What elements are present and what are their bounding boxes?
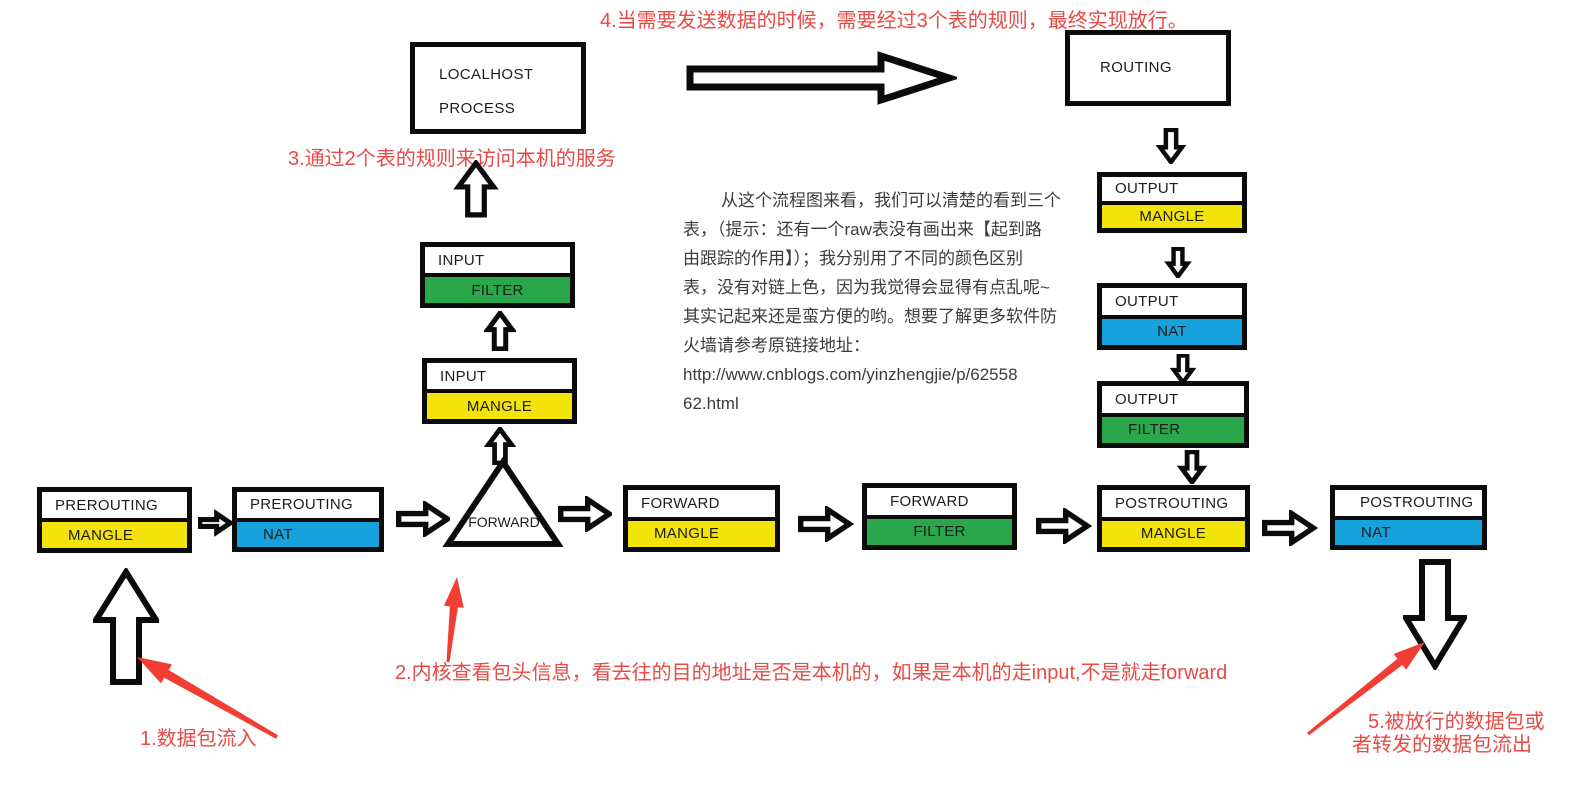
node-postrouting-nat: POSTROUTING NAT (1330, 485, 1487, 550)
annotation-1: 1.数据包流入 (140, 728, 257, 750)
arrow-input-up3-icon (453, 160, 499, 218)
paragraph-line: 火墙请参考原链接地址： (683, 336, 870, 355)
arrow-packet-out-down-icon (1403, 559, 1467, 670)
localhost-label-line2: PROCESS (439, 100, 516, 117)
arrow-output-nat-down-icon (1169, 354, 1197, 384)
node-postrouting-mangle: POSTROUTING MANGLE (1097, 485, 1250, 552)
chain-label: OUTPUT (1102, 386, 1244, 413)
localhost-label-line1: LOCALHOST (439, 66, 534, 83)
arrow-output-mangle-down-icon (1164, 247, 1192, 278)
chain-label: PREROUTING (237, 492, 379, 518)
table-label: NAT (1102, 314, 1242, 345)
annotation-4: 4.当需要发送数据的时候，需要经过3个表的规则，最终实现放行。 (600, 10, 1188, 32)
chain-label: INPUT (425, 247, 570, 273)
arrow-forward-filter-right-icon (1036, 508, 1092, 544)
chain-label: PREROUTING (42, 492, 187, 518)
paragraph-line: 其实记起来还是蛮方便的哟。想要了解更多软件防 (683, 307, 1057, 326)
red-pointer-5-icon (1307, 642, 1425, 736)
arrow-output-filter-down-icon (1176, 450, 1208, 484)
table-label: NAT (237, 517, 379, 547)
node-input-filter: INPUT FILTER (420, 242, 575, 308)
chain-label: FORWARD (628, 490, 775, 517)
node-localhost-process: LOCALHOST PROCESS (410, 42, 586, 134)
chain-label: OUTPUT (1102, 177, 1242, 201)
node-forward-mangle: FORWARD MANGLE (623, 485, 780, 552)
chain-label: INPUT (427, 363, 572, 389)
node-input-mangle: INPUT MANGLE (422, 358, 577, 424)
annotation-5-line1: 5.被放行的数据包或 (1368, 711, 1545, 733)
arrow-postrouting-right-icon (1262, 510, 1319, 546)
arrow-packet-in-up-icon (93, 568, 159, 685)
paragraph-line: 表，（提示：还有一个raw表没有画出来【起到路 (683, 220, 1042, 239)
blog-url-text: 62.html (683, 394, 739, 413)
annotation-5-line2: 者转发的数据包流出 (1352, 734, 1532, 756)
node-output-filter: OUTPUT FILTER (1097, 381, 1249, 448)
paragraph-line: 表，没有对链上色，因为我觉得会显得有点乱呢~ (683, 278, 1050, 297)
table-label: MANGLE (1102, 200, 1242, 228)
red-pointer-2-icon (443, 577, 464, 663)
node-output-mangle: OUTPUT MANGLE (1097, 172, 1247, 233)
table-label: FILTER (867, 514, 1012, 545)
arrow-prerouting1-right-icon (198, 509, 232, 537)
annotation-2: 2.内核查看包头信息，看去往的目的地址是否是本机的，如果是本机的走input,不… (395, 662, 1228, 684)
table-label: MANGLE (427, 389, 572, 419)
arrow-routing-down-icon (1155, 128, 1187, 164)
chain-label: POSTROUTING (1335, 490, 1482, 516)
annotation-3: 3.通过2个表的规则来访问本机的服务 (288, 148, 616, 170)
table-label: FILTER (425, 273, 570, 303)
table-label: FILTER (1102, 412, 1244, 443)
arrow-forward-mangle-right-icon (798, 506, 855, 542)
chain-label: OUTPUT (1102, 288, 1242, 315)
table-label: MANGLE (628, 516, 775, 547)
arrow-prerouting2-right-icon (396, 501, 450, 537)
blog-url-text: http://www.cnblogs.com/yinzhengjie/p/625… (683, 365, 1018, 384)
arrow-input-up2-icon (484, 311, 516, 351)
chain-label: FORWARD (867, 488, 1012, 515)
triangle-forward-label: FORWARD (468, 514, 540, 530)
paragraph-line: 从这个流程图来看，我们可以清楚的看到三个 (721, 191, 1061, 210)
routing-decision-triangle (442, 456, 564, 547)
node-forward-filter: FORWARD FILTER (862, 483, 1017, 550)
node-routing: ROUTING (1065, 30, 1231, 106)
arrow-top-big-right-icon (686, 51, 957, 105)
red-pointer-1-icon (137, 657, 278, 739)
node-prerouting-nat: PREROUTING NAT (232, 487, 384, 552)
chain-label: POSTROUTING (1102, 490, 1245, 517)
node-prerouting-mangle: PREROUTING MANGLE (37, 487, 192, 553)
routing-label: ROUTING (1100, 59, 1172, 76)
paragraph-line: 由跟踪的作用】）；我分别用了不同的颜色区别 (683, 249, 1023, 268)
table-label: MANGLE (42, 518, 187, 548)
node-output-nat: OUTPUT NAT (1097, 283, 1247, 350)
description-paragraph: 从这个流程图来看，我们可以清楚的看到三个 表，（提示：还有一个raw表没有画出来… (683, 186, 1061, 418)
arrow-triangle-right-icon (558, 496, 612, 532)
table-label: MANGLE (1102, 516, 1245, 547)
table-label: NAT (1335, 515, 1482, 545)
